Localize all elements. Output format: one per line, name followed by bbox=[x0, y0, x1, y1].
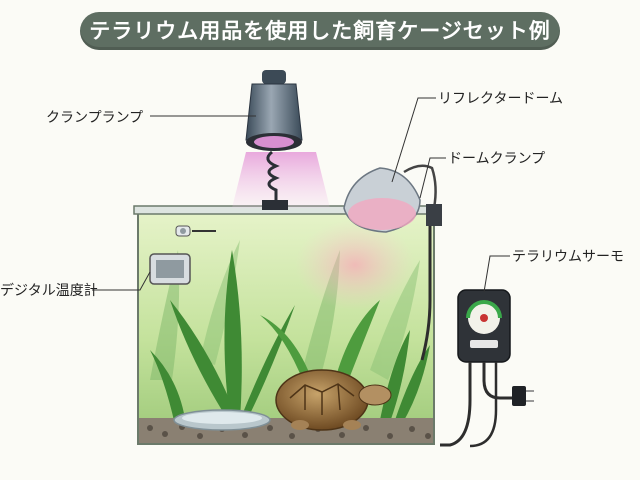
label-digital-thermometer: デジタル温度計 bbox=[0, 283, 98, 299]
tortoise bbox=[275, 369, 392, 431]
label-clamp-lamp: クランプランプ bbox=[46, 110, 144, 126]
reflector-dome bbox=[343, 164, 442, 233]
diagram-title: テラリウム用品を使用した飼育ケージセット例 bbox=[89, 19, 551, 43]
label-reflector-dome: リフレクタードーム bbox=[438, 91, 564, 107]
digital-thermometer bbox=[149, 225, 216, 285]
label-terrarium-thermo: テラリウムサーモ bbox=[512, 249, 624, 265]
terrarium-thermostat bbox=[440, 289, 534, 448]
glass-cage bbox=[133, 205, 439, 445]
label-dome-clamp: ドームクランプ bbox=[448, 151, 546, 167]
leader-lines bbox=[92, 97, 510, 293]
clamp-lamp bbox=[232, 70, 330, 210]
title-banner bbox=[80, 12, 560, 50]
